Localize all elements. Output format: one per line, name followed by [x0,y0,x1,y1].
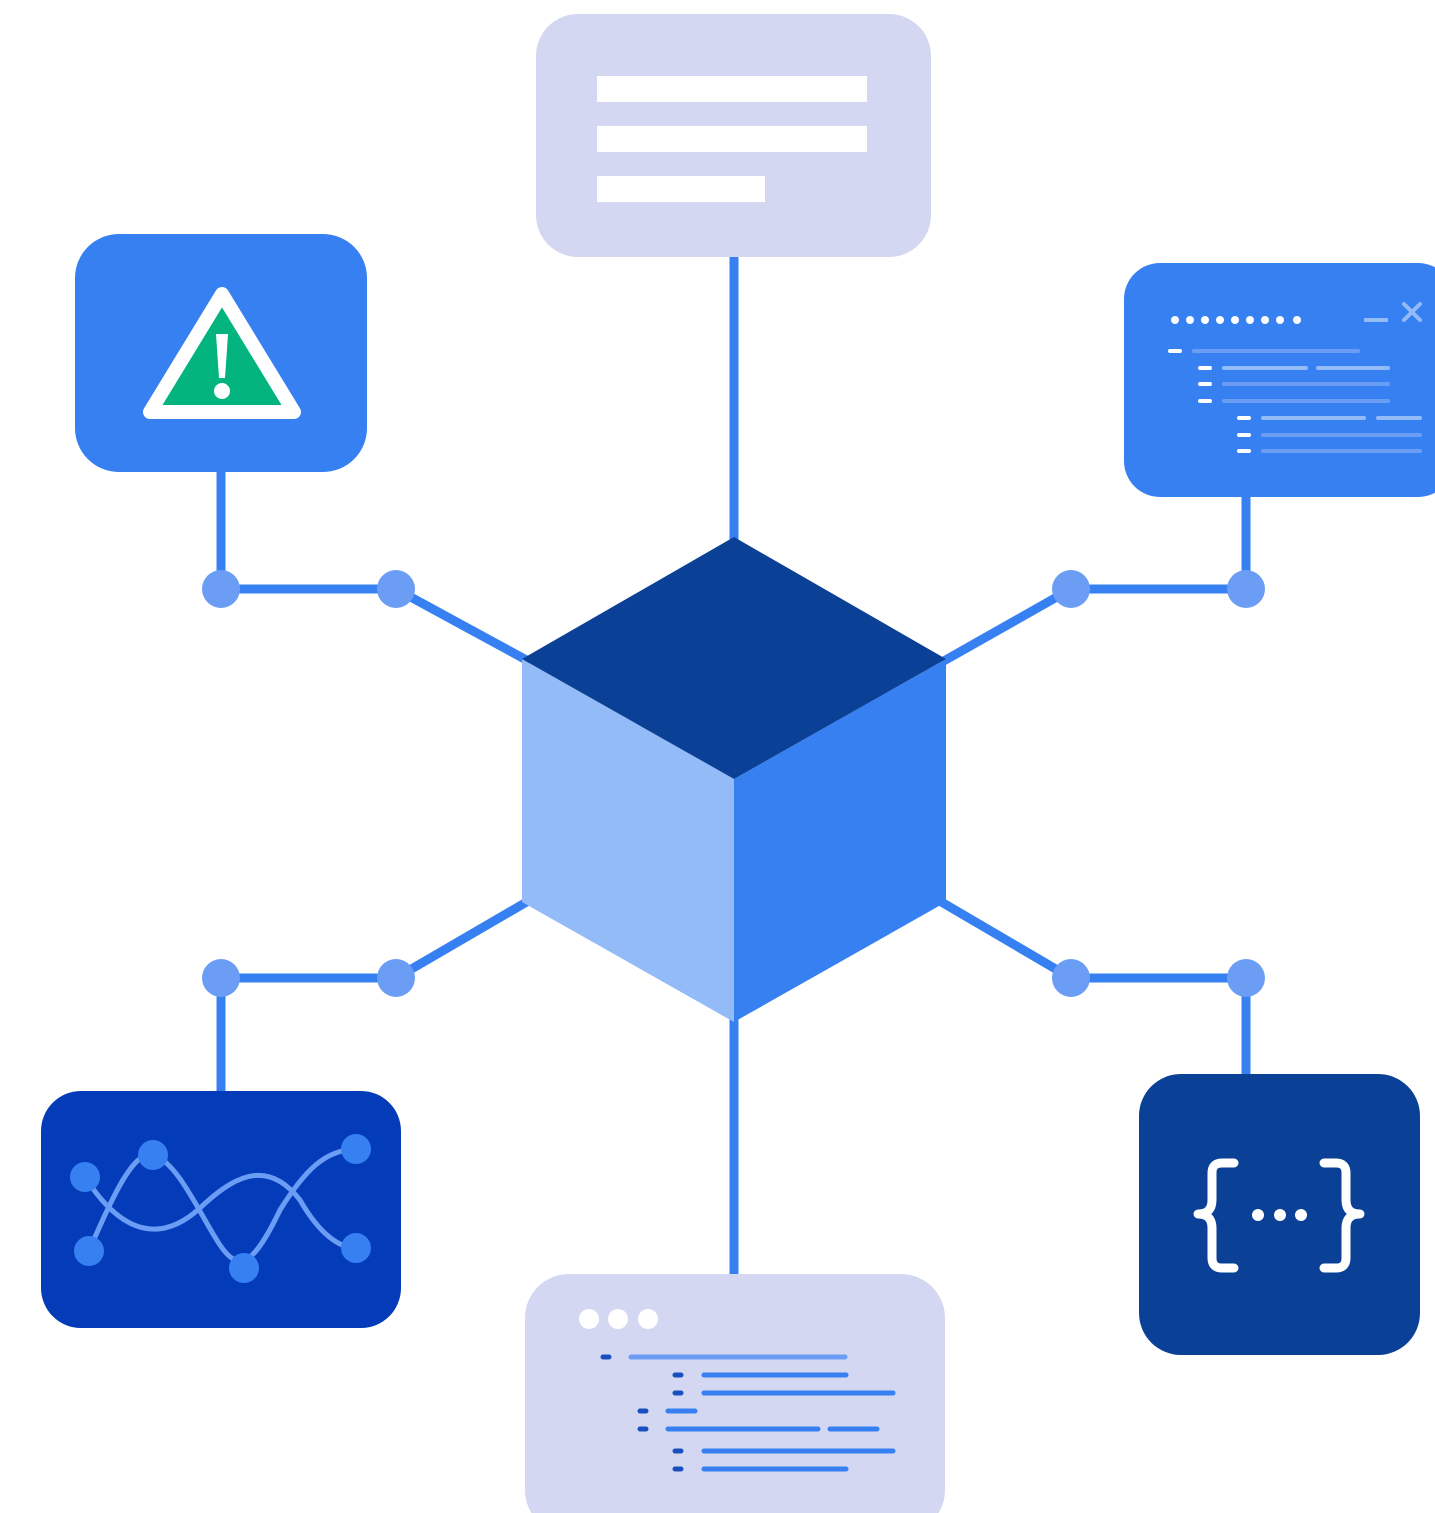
connector-nodes [202,570,1265,997]
cube-top-face [522,537,946,779]
window-controls [579,1309,658,1329]
text-line [597,176,765,202]
chart-point [70,1162,100,1192]
wave-line [86,1146,359,1264]
text-lines-icon [597,76,867,202]
warning-triangle-icon [143,287,301,419]
text-line [597,126,867,152]
node-dot [202,959,240,997]
window-title-dots [1171,316,1301,324]
connector-top-right [939,495,1251,666]
node-dot [1052,959,1090,997]
wave-chart-card-bg [41,1091,401,1328]
warning-card [75,234,367,472]
text-document-card [536,14,931,257]
code-lines [1168,349,1422,453]
connectors [216,255,1251,1278]
code-window-card [1124,263,1435,497]
chart-point [341,1233,371,1263]
node-dot [1227,959,1265,997]
connector-top-left [216,470,533,666]
node-dot [377,570,415,608]
wave-chart-icon [82,1146,359,1264]
cube-right-face [734,659,946,1022]
connector-bottom-left [216,896,533,1092]
code-window-card-bg [1124,263,1435,497]
cube-left-face [522,659,734,1022]
wave-line [82,1172,359,1251]
node-dot [377,959,415,997]
chart-point [341,1134,371,1164]
chart-point [138,1140,168,1170]
wave-chart-card [41,1091,401,1328]
node-dot [1052,570,1090,608]
code-editor-icon [600,1354,896,1472]
ellipsis-icon [1252,1209,1307,1221]
node-dot [202,570,240,608]
chart-point [229,1253,259,1283]
close-icon [1402,302,1422,322]
cube-icon [522,537,946,1022]
node-dot [1227,570,1265,608]
curly-braces-icon [1193,1158,1365,1273]
connector-bottom-right [935,896,1251,1077]
wave-chart-points [70,1134,371,1283]
chart-point [74,1236,104,1266]
json-object-card [1139,1074,1420,1355]
text-line [597,76,867,102]
code-editor-card [525,1274,945,1513]
